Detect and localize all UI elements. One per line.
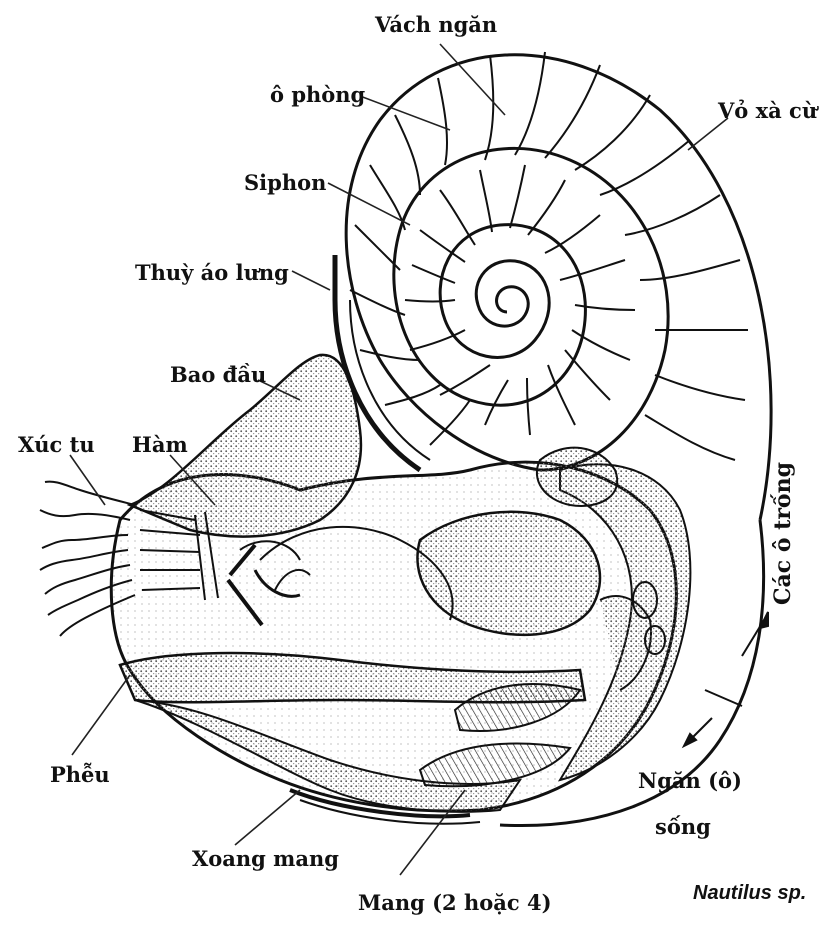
- label-mang: Mang (2 hoặc 4): [358, 892, 552, 913]
- label-bao-dau: Bao đầu: [170, 364, 266, 385]
- label-vach-ngan: Vách ngăn: [375, 14, 497, 35]
- label-thuy-ao-lung: Thuỳ áo lưng: [135, 262, 289, 283]
- soft-body: [111, 355, 690, 824]
- septa: [350, 52, 748, 460]
- label-o-phong: ô phòng: [270, 84, 365, 105]
- label-ngan-o-song-1: Ngăn (ô): [638, 770, 742, 791]
- label-ngan-o-song-2: sống: [655, 816, 711, 837]
- label-cac-o-trong: Các ô trống: [770, 462, 796, 605]
- label-siphon: Siphon: [244, 172, 326, 193]
- label-pheu: Phễu: [50, 764, 110, 785]
- label-xoang-mang: Xoang mang: [192, 848, 339, 869]
- label-ham: Hàm: [132, 434, 188, 455]
- label-vo-xa-cu: Vỏ xà cừ: [718, 100, 817, 121]
- direction-arrows: [684, 612, 768, 746]
- species-name: Nautilus sp.: [693, 882, 806, 905]
- label-xuc-tu: Xúc tu: [18, 434, 95, 455]
